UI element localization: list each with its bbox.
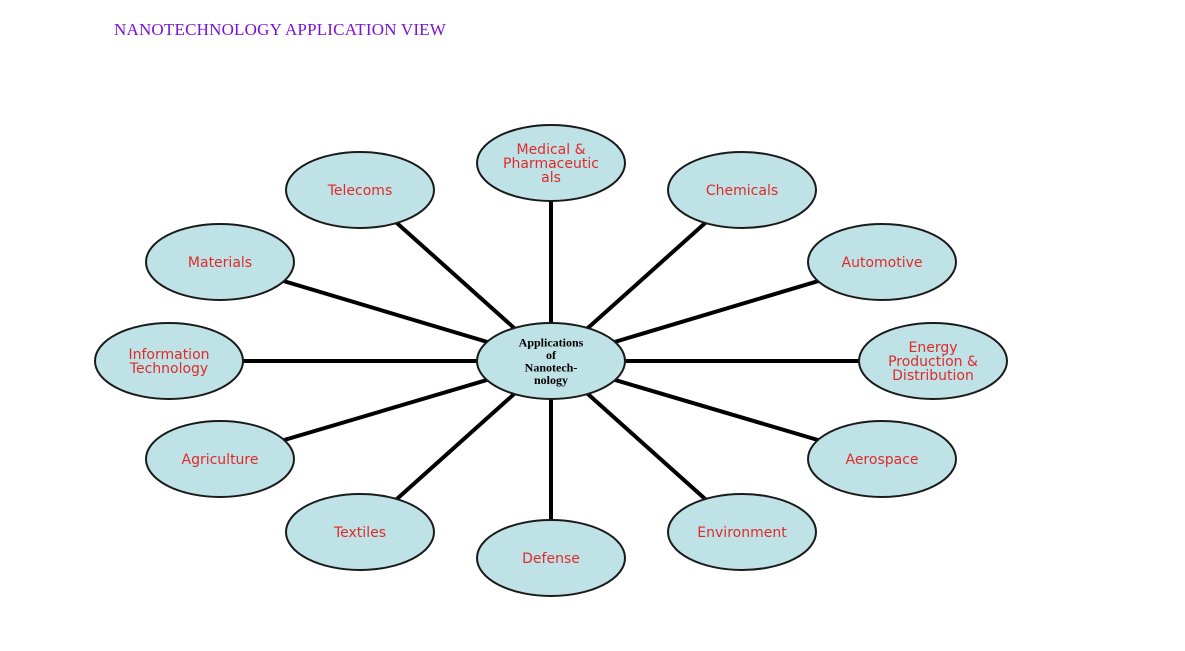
node-agriculture: Agriculture xyxy=(145,420,295,498)
node-label-materials: Materials xyxy=(188,255,252,271)
node-ellipse-aerospace xyxy=(807,420,957,498)
node-label-information-technology: Technology xyxy=(129,361,208,377)
node-label-medical: als xyxy=(541,170,561,186)
node-label-medical: Pharmaceutic xyxy=(503,156,599,172)
node-ellipse-medical xyxy=(476,124,626,202)
node-ellipse-chemicals xyxy=(667,151,817,229)
node-defense: Defense xyxy=(476,519,626,597)
outer-nodes: Medical &PharmaceuticalsChemicalsAutomot… xyxy=(94,124,1008,597)
node-environment: Environment xyxy=(667,493,817,571)
node-aerospace: Aerospace xyxy=(807,420,957,498)
node-label-environment: Environment xyxy=(697,525,787,541)
node-label-chemicals: Chemicals xyxy=(706,183,778,199)
node-ellipse-environment xyxy=(667,493,817,571)
node-materials: Materials xyxy=(145,223,295,301)
node-ellipse-automotive xyxy=(807,223,957,301)
page-title: NANOTECHNOLOGY APPLICATION VIEW xyxy=(114,20,447,39)
node-label-textiles: Textiles xyxy=(333,525,386,541)
node-label-telecoms: Telecoms xyxy=(327,183,392,199)
node-label-energy: Distribution xyxy=(892,368,974,384)
center-label: Applications xyxy=(519,335,584,349)
node-label-energy: Production & xyxy=(888,354,978,370)
node-automotive: Automotive xyxy=(807,223,957,301)
node-label-medical: Medical & xyxy=(516,142,585,158)
node-label-agriculture: Agriculture xyxy=(182,452,259,468)
node-ellipse-textiles xyxy=(285,493,435,571)
node-ellipse-materials xyxy=(145,223,295,301)
node-chemicals: Chemicals xyxy=(667,151,817,229)
center-label: Nanotech- xyxy=(525,360,578,374)
center-label: nology xyxy=(534,373,568,387)
node-label-information-technology: Information xyxy=(128,347,209,363)
node-ellipse-telecoms xyxy=(285,151,435,229)
node-ellipse-defense xyxy=(476,519,626,597)
node-ellipse-agriculture xyxy=(145,420,295,498)
node-label-automotive: Automotive xyxy=(842,255,923,271)
node-telecoms: Telecoms xyxy=(285,151,435,229)
center-ellipse xyxy=(476,322,626,400)
node-label-aerospace: Aerospace xyxy=(845,452,918,468)
node-textiles: Textiles xyxy=(285,493,435,571)
node-ellipse-information-technology xyxy=(94,322,244,400)
node-label-energy: Energy xyxy=(908,340,957,356)
node-ellipse-energy xyxy=(858,322,1008,400)
center-label: of xyxy=(546,348,557,362)
node-label-defense: Defense xyxy=(522,551,580,567)
